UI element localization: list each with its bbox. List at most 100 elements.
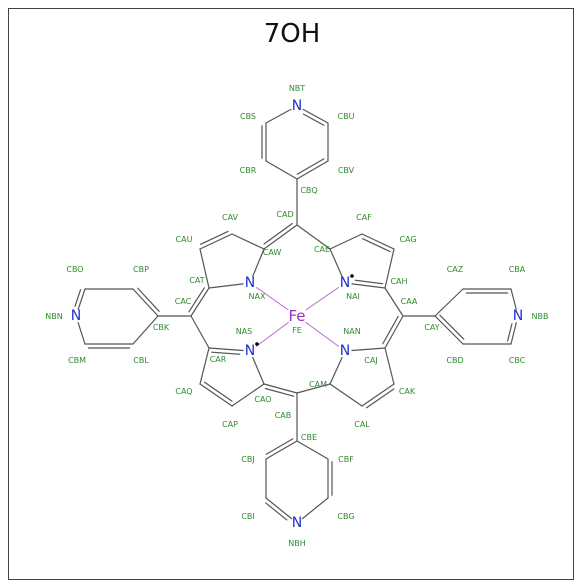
bond-nbb-cbc xyxy=(510,322,517,345)
label-cap: CAP xyxy=(222,420,238,429)
double-bond-nbb-cbc xyxy=(507,323,513,342)
bond-cbr-cbq xyxy=(265,160,298,180)
label-cal: CAL xyxy=(354,420,370,429)
double-bond-cad-caw xyxy=(263,222,293,245)
label-cay: CAY xyxy=(424,323,439,332)
label-cau: CAU xyxy=(176,235,193,244)
label-nbb: NBB xyxy=(532,312,549,321)
label-cbc: CBC xyxy=(509,356,526,365)
bond-caj-nan xyxy=(351,347,386,352)
label-cac: CAC xyxy=(175,297,192,306)
coord-bond-nai xyxy=(305,286,339,311)
bond-cah-nai xyxy=(351,283,386,289)
radical-dot-nas xyxy=(255,342,259,346)
bond-cah-caa xyxy=(384,287,404,317)
label-cbl: CBL xyxy=(133,356,149,365)
bond-nas-cao xyxy=(252,356,265,385)
label-caw: CAW xyxy=(263,248,282,257)
bond-cam-cal xyxy=(329,383,363,407)
bond-caw-cav xyxy=(231,233,265,250)
label-car: CAR xyxy=(210,355,227,364)
label-cao: CAO xyxy=(254,395,271,404)
double-bond-cbe-cbj xyxy=(265,438,294,455)
label-cbs: CBS xyxy=(240,112,256,121)
double-bond-caf-cag xyxy=(362,238,391,253)
double-bond-cat-cac xyxy=(188,287,205,313)
double-bond-cbk-cbp xyxy=(137,287,160,312)
bond-nbt-cbu xyxy=(302,108,329,124)
bond-caa-caj xyxy=(384,315,404,349)
label-cad: CAD xyxy=(276,210,293,219)
label-cae: CAE xyxy=(314,245,330,254)
label-nbh: NBH xyxy=(288,539,306,548)
label-cbq: CBQ xyxy=(300,186,317,195)
bond-cab-cam xyxy=(296,383,331,394)
bond-cbd-cay xyxy=(434,315,464,345)
bond-cbk-cbp xyxy=(132,288,159,317)
label-nas: NAS xyxy=(236,327,253,336)
label-cba: CBA xyxy=(509,265,526,274)
atom-nan: N xyxy=(340,343,350,359)
label-cam: CAM xyxy=(309,380,327,389)
bond-cal-cak xyxy=(361,383,395,407)
double-bond-car-nas xyxy=(211,351,241,355)
label-cbd: CBD xyxy=(446,356,463,365)
label-cag: CAG xyxy=(399,235,416,244)
bond-cag-cah xyxy=(384,248,395,289)
atom-nbt: N xyxy=(292,98,302,114)
bond-nbt-cbs xyxy=(265,108,292,124)
bond-cac-car xyxy=(190,315,210,349)
bond-cak-caj xyxy=(384,347,395,385)
bond-cbl-cbk xyxy=(132,315,159,345)
label-caj: CAJ xyxy=(364,356,377,365)
bond-cap-caq xyxy=(199,383,233,407)
double-bond-cbi-nbh xyxy=(265,502,288,521)
atom-nbh: N xyxy=(292,515,302,531)
double-bond-cal-cak xyxy=(365,388,395,409)
atom-nbb: N xyxy=(513,308,523,324)
double-bond-cao-cab xyxy=(264,387,295,397)
bond-cat-cac xyxy=(190,287,210,317)
double-bond-cav-cau xyxy=(200,230,229,245)
label-cbf: CBF xyxy=(338,455,354,464)
label-cbm: CBM xyxy=(68,356,86,365)
double-bond-nbt-cbu xyxy=(302,113,325,126)
bond-caf-cag xyxy=(361,233,395,250)
bond-cay-caz xyxy=(434,288,464,317)
bond-cad-caw xyxy=(263,224,298,250)
label-cbr: CBR xyxy=(240,166,257,175)
label-fe: FE xyxy=(292,326,302,335)
label-caz: CAZ xyxy=(447,265,464,274)
label-cbo: CBO xyxy=(66,265,83,274)
label-nbn: NBN xyxy=(45,312,62,321)
double-bond-cbd-cay xyxy=(439,314,465,340)
bond-cbf-cbe xyxy=(296,440,329,460)
bond-cbo-nbn xyxy=(77,288,86,310)
atom-nbn: N xyxy=(71,308,81,324)
bond-nax-caw xyxy=(252,248,265,278)
double-bond-cah-nai xyxy=(354,279,384,285)
label-cbj: CBJ xyxy=(241,455,254,464)
double-bond-cbo-nbn xyxy=(74,289,82,307)
radical-dot-nai xyxy=(350,274,354,278)
label-cbv: CBV xyxy=(338,166,355,175)
label-caq: CAQ xyxy=(175,387,192,396)
label-cah: CAH xyxy=(390,277,407,286)
atom-fe: Fe xyxy=(288,307,305,325)
bond-cad-cae xyxy=(296,224,331,250)
atom-nai: N xyxy=(340,275,350,291)
label-nai: NAI xyxy=(346,292,360,301)
label-cab: CAB xyxy=(275,411,292,420)
label-cbg: CBG xyxy=(337,512,354,521)
label-cbu: CBU xyxy=(338,112,355,121)
label-nax: NAX xyxy=(249,292,266,301)
coord-bond-nax xyxy=(255,287,289,311)
bond-cao-cab xyxy=(263,383,298,394)
atom-nas: N xyxy=(245,343,255,359)
bond-cae-caf xyxy=(329,233,363,250)
bond-cbv-cbq xyxy=(296,160,329,180)
bonds xyxy=(74,108,517,521)
double-bond-cbv-cbq xyxy=(296,158,325,175)
